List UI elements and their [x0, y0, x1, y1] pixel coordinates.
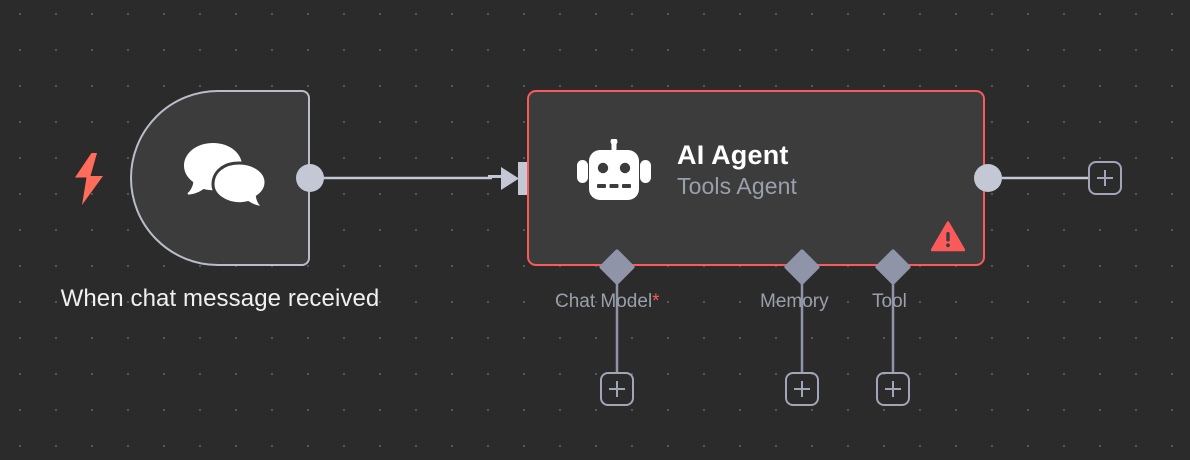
agent-text-block: AI Agent Tools Agent [677, 140, 797, 201]
subport-label-text: Tool [872, 291, 907, 312]
agent-input-port[interactable] [488, 160, 532, 197]
warning-triangle-icon[interactable] [931, 221, 965, 252]
required-asterisk: * [652, 291, 660, 312]
agent-title: AI Agent [677, 139, 789, 170]
node-caption-when-chat-message-received: When chat message received [60, 285, 380, 312]
agent-node-content: AI Agent Tools Agent [577, 139, 797, 201]
add-next-node-button[interactable] [1088, 161, 1122, 195]
agent-subport-label-chat-model: Chat Model* [555, 292, 660, 311]
add-memory-button[interactable] [785, 372, 819, 406]
agent-output-port[interactable] [974, 164, 1002, 192]
add-chat-model-button[interactable] [600, 372, 634, 406]
node-ai-agent[interactable]: AI Agent Tools Agent [527, 90, 985, 266]
trigger-output-port[interactable] [296, 164, 324, 192]
lightning-bolt-icon [75, 153, 103, 205]
subport-label-text: Memory [760, 291, 829, 312]
node-when-chat-message-received[interactable] [130, 90, 310, 266]
agent-subport-label-tool: Tool [872, 292, 907, 311]
robot-icon [577, 139, 651, 200]
add-tool-button[interactable] [876, 372, 910, 406]
chat-bubbles-icon [184, 143, 268, 209]
agent-subport-label-memory: Memory [760, 292, 829, 311]
agent-subtitle: Tools Agent [677, 172, 798, 199]
subport-label-text: Chat Model [555, 291, 653, 312]
